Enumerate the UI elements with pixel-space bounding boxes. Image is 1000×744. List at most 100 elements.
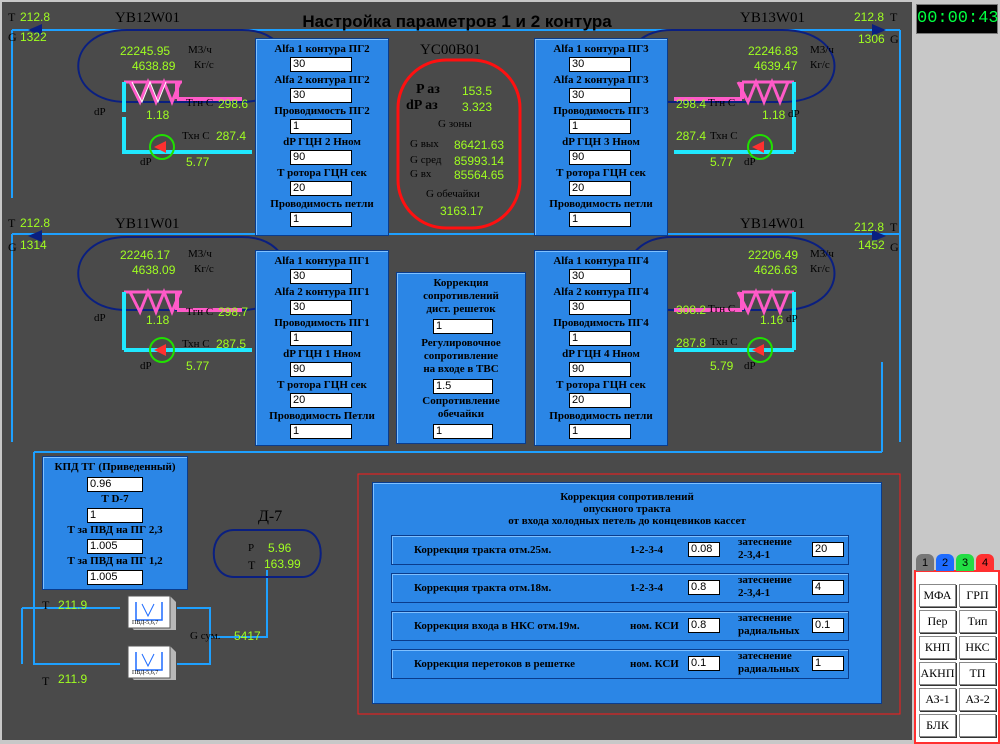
param-input[interactable]: 1 (290, 119, 352, 134)
turbine-efficiency-panel: КПД ТГ (Приведенный) 0.96 Т D-7 1 Т за П… (42, 456, 188, 590)
pvd-heater-top[interactable]: ПВД-5,6,7 (122, 592, 176, 632)
nav-tab-2[interactable]: 2 (936, 554, 954, 571)
corr-panel-title: Коррекция сопротивлений (560, 491, 694, 503)
d7-t-value: 163.99 (264, 557, 301, 571)
param-input[interactable]: 90 (569, 150, 631, 165)
t-value: 212.8 (20, 216, 51, 230)
param-input[interactable]: 30 (569, 88, 631, 103)
param-input[interactable]: 30 (290, 88, 352, 103)
flow-volume-unit: М3/ч (810, 248, 834, 260)
flow-volume-value: 22245.95 (120, 44, 171, 58)
session-timer: 00:00:43 (916, 4, 999, 34)
t-label: T (8, 10, 16, 24)
param-input[interactable]: 1 (290, 331, 352, 346)
grid-resistance-input[interactable]: 1 (433, 319, 493, 334)
corr-row-input-1[interactable]: 0.8 (688, 580, 720, 595)
flow-mass-value: 4639.47 (754, 59, 798, 73)
param-input[interactable]: 90 (290, 150, 352, 165)
nav-tab-4[interactable]: 4 (976, 554, 994, 571)
nav-button-кнп[interactable]: КНП (919, 636, 956, 659)
t-pvd-23-label: Т за ПВД на ПГ 2,3 (67, 524, 163, 536)
param-input[interactable]: 1 (569, 119, 631, 134)
corr-label: Сопротивление (422, 395, 500, 407)
param-input[interactable]: 20 (569, 393, 631, 408)
t-pvd-23-input[interactable]: 1.005 (87, 539, 143, 554)
param-input[interactable]: 1 (569, 212, 631, 227)
g-value: 1314 (20, 238, 47, 252)
reactor-gout-value: 86421.63 (454, 138, 505, 152)
corr-row-mid: 1-2-3-4 (630, 544, 663, 556)
corr-row-input-2[interactable]: 0.1 (812, 618, 844, 633)
param-input[interactable]: 1 (569, 424, 631, 439)
g-label: G (8, 240, 17, 254)
kpd-input[interactable]: 0.96 (87, 477, 143, 492)
t-label: T (8, 216, 16, 230)
corr-row-input-1[interactable]: 0.8 (688, 618, 720, 633)
loop-name-yb11: YB11W01 (115, 216, 180, 232)
tvs-resistance-input[interactable]: 1.5 (433, 379, 493, 394)
t-hot-value: 298.6 (218, 97, 249, 111)
d7-t-label: T (248, 558, 256, 572)
corr-row-input-2[interactable]: 1 (812, 656, 844, 671)
dp-pump-label: dP (744, 156, 756, 168)
param-input[interactable]: 20 (290, 181, 352, 196)
shell-resistance-input[interactable]: 1 (433, 424, 493, 439)
corr-row-input-2[interactable]: 20 (812, 542, 844, 557)
corr-label: Коррекция (433, 277, 489, 289)
pvd-t-top-value: 211.9 (58, 598, 88, 612)
param-input[interactable]: 30 (569, 269, 631, 284)
corr-row-label: Коррекция входа в НКС отм.19м. (414, 620, 580, 632)
param-input[interactable]: 90 (290, 362, 352, 377)
param-input[interactable]: 30 (569, 300, 631, 315)
nav-button-пер[interactable]: Пер (919, 610, 956, 633)
t-pvd-12-input[interactable]: 1.005 (87, 570, 143, 585)
nav-button-тп[interactable]: ТП (959, 662, 996, 685)
nav-button-аз-1[interactable]: АЗ-1 (919, 688, 956, 711)
nav-button-аз-2[interactable]: АЗ-2 (959, 688, 996, 711)
param-input[interactable]: 1 (569, 331, 631, 346)
param-input[interactable]: 30 (569, 57, 631, 72)
nav-tab-1[interactable]: 1 (916, 554, 934, 571)
dp-label: dP (786, 313, 798, 325)
corr-panel-title: опускного тракта (583, 503, 671, 515)
param-input[interactable]: 20 (290, 393, 352, 408)
nav-button-акнп[interactable]: АКНП (919, 662, 956, 685)
deaerator-outline (212, 529, 322, 578)
corr-row-mid: ном. КСИ (630, 620, 679, 632)
param-input[interactable]: 30 (290, 300, 352, 315)
g-value: 1322 (20, 30, 47, 44)
corr-row-input-1[interactable]: 0.08 (688, 542, 720, 557)
reactor-dp-label: dP аз (406, 98, 438, 113)
nav-button-тип[interactable]: Тип (959, 610, 996, 633)
pvd-t-bot-value: 211.9 (58, 672, 88, 686)
td7-input[interactable]: 1 (87, 508, 143, 523)
pvd-heater-bottom[interactable]: ПВД-5,6,7 (122, 642, 176, 682)
param-input[interactable]: 1 (290, 212, 352, 227)
param-input[interactable]: 90 (569, 362, 631, 377)
param-input[interactable]: 1 (290, 424, 352, 439)
correction-frame (357, 473, 901, 715)
nav-button-блк[interactable]: БЛК (919, 714, 956, 737)
t-cold-label: Тхн С (182, 338, 210, 350)
param-input[interactable]: 20 (569, 181, 631, 196)
param-label: Т ротора ГЦН сек (556, 167, 646, 179)
reactor-name: YC00B01 (420, 42, 481, 58)
nav-button-empty[interactable] (959, 714, 996, 737)
nav-tab-3[interactable]: 3 (956, 554, 974, 571)
t-hot-label: Тгн С (186, 97, 214, 109)
nav-button-мфа[interactable]: МФА (919, 584, 956, 607)
param-input[interactable]: 30 (290, 57, 352, 72)
nav-button-нкс[interactable]: НКС (959, 636, 996, 659)
param-input[interactable]: 30 (290, 269, 352, 284)
param-label: Проводимость петли (549, 198, 653, 210)
corr-row-input-2[interactable]: 4 (812, 580, 844, 595)
triangle-marker-icon (872, 230, 886, 242)
flow-volume-value: 22246.17 (120, 248, 171, 262)
param-label: Т ротора ГЦН сек (277, 379, 367, 391)
param-label: dP ГЦН 3 Hном (562, 136, 640, 148)
corr-row-input-1[interactable]: 0.1 (688, 656, 720, 671)
nav-button-грп[interactable]: ГРП (959, 584, 996, 607)
